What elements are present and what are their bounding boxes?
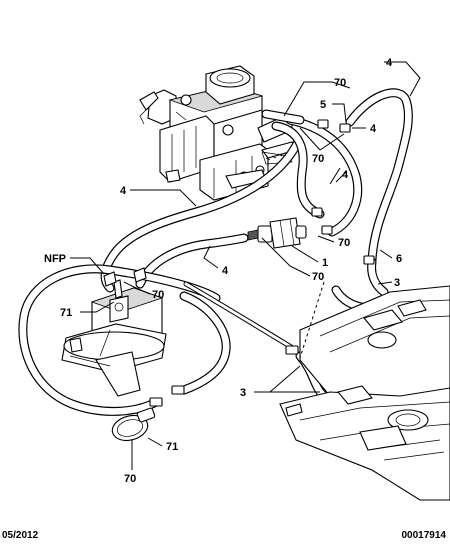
leader-lines xyxy=(70,61,421,470)
callout-3-right: 3 xyxy=(394,277,400,289)
footer-reference-number: 00017914 xyxy=(402,530,447,541)
callout-70-pump-top: 70 xyxy=(152,289,164,301)
footer-date: 05/2012 xyxy=(2,530,39,541)
callout-4-right-a: 4 xyxy=(370,123,377,135)
callout-3-lower: 3 xyxy=(240,387,246,399)
callout-4-top-right: 4 xyxy=(386,57,393,69)
footer: 05/2012 00017914 xyxy=(2,530,446,541)
fuel-tank xyxy=(279,285,450,501)
callout-1: 1 xyxy=(322,257,328,269)
callout-nfp: NFP xyxy=(44,253,66,265)
callout-71-pump: 71 xyxy=(60,307,72,319)
fuel-pump xyxy=(61,279,167,397)
callout-70-lower: 70 xyxy=(312,271,324,283)
callout-4-left: 4 xyxy=(120,185,127,197)
fuel-filter xyxy=(247,217,307,249)
callout-70-mid: 70 xyxy=(312,153,324,165)
callout-6: 6 xyxy=(396,253,402,265)
callout-labels: 4 70 5 4 70 4 4 70 NFP 4 1 6 70 70 3 71 … xyxy=(44,57,402,485)
callout-70-top: 70 xyxy=(334,77,346,89)
callout-5: 5 xyxy=(320,99,326,111)
callout-4-center: 4 xyxy=(222,265,229,277)
hose-clips xyxy=(103,119,375,442)
callout-4-right-b: 4 xyxy=(342,169,349,181)
carburetor-illustration xyxy=(139,65,297,201)
callout-71-clip: 71 xyxy=(166,441,178,453)
callout-70-bottom: 70 xyxy=(124,473,136,485)
callout-70-filter: 70 xyxy=(338,237,350,249)
